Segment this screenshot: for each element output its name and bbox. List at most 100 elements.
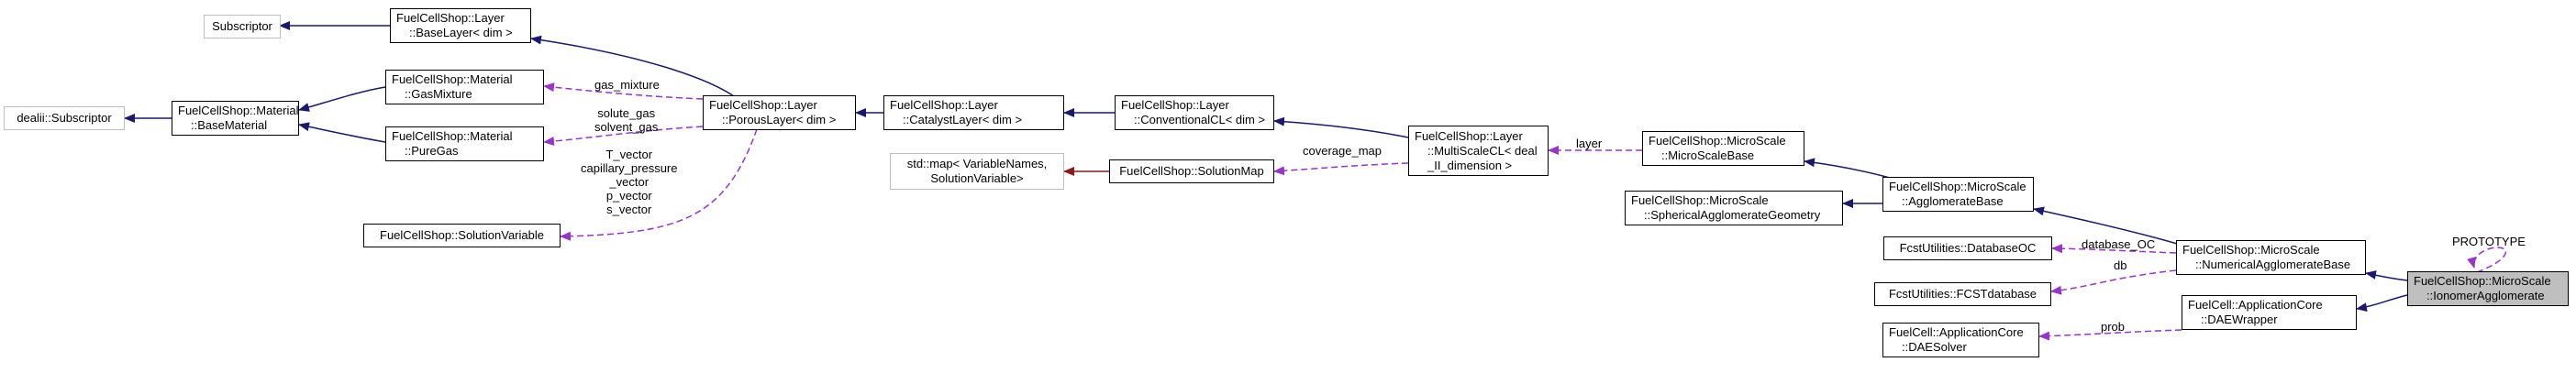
node-agglomerate-base-line2: ::AgglomerateBase xyxy=(1902,194,2004,208)
node-porous-layer[interactable]: FuelCellShop::Layer ::PorousLayer< dim > xyxy=(703,95,856,130)
edge-puregas-to-basematerial xyxy=(298,122,386,143)
node-numerical-agglomerate-line1: FuelCellShop::MicroScale xyxy=(2182,243,2320,257)
node-subscriptor-line1: Subscriptor xyxy=(212,19,272,33)
node-porous-layer-line2: ::PorousLayer< dim > xyxy=(722,113,837,126)
node-catalyst-layer-line2: ::CatalystLayer< dim > xyxy=(903,113,1023,126)
edge-label-vectors: T_vector capillary_pressure _vector p_ve… xyxy=(581,148,678,216)
node-pure-gas-line1: FuelCellShop::Material xyxy=(392,129,513,143)
node-base-material[interactable]: FuelCellShop::Material ::BaseMaterial xyxy=(172,101,299,136)
node-gas-mixture[interactable]: FuelCellShop::Material ::GasMixture xyxy=(385,70,544,104)
edge-porouslayer-to-baselayer xyxy=(530,35,735,97)
node-dae-wrapper-line1: FuelCell::ApplicationCore xyxy=(2188,298,2323,312)
node-dealii-subscriptor[interactable]: dealii::Subscriptor xyxy=(4,106,125,130)
node-microscale-base-line2: ::MicroScaleBase xyxy=(1661,148,1755,162)
edge-label-layer-line1: layer xyxy=(1576,137,1603,150)
node-database-oc[interactable]: FcstUtilities::DatabaseOC xyxy=(1883,236,2052,260)
node-base-layer[interactable]: FuelCellShop::Layer ::BaseLayer< dim > xyxy=(390,8,531,43)
edge-porouslayer-gasmixture xyxy=(543,82,704,100)
node-agglomerate-base[interactable]: FuelCellShop::MicroScale ::AgglomerateBa… xyxy=(1882,177,2034,212)
node-conventional-cl-line1: FuelCellShop::Layer xyxy=(1121,98,1229,112)
node-pure-gas-line2: ::PureGas xyxy=(405,144,459,158)
edge-label-p-vector: p_vector xyxy=(605,189,652,203)
node-dae-solver-line1: FuelCell::ApplicationCore xyxy=(1889,325,2024,339)
node-dae-wrapper-line2: ::DAEWrapper xyxy=(2201,313,2278,326)
edge-label-solvent-line: solvent_gas xyxy=(594,120,659,134)
node-subscriptor[interactable]: Subscriptor xyxy=(204,15,281,38)
node-numerical-agglomerate[interactable]: FuelCellShop::MicroScale ::NumericalAggl… xyxy=(2176,240,2366,275)
edge-label-capillary-vector: _vector xyxy=(609,175,650,189)
node-fcst-database-line1: FcstUtilities::FCSTdatabase xyxy=(1888,287,2037,301)
node-conventional-cl[interactable]: FuelCellShop::Layer ::ConventionalCL< di… xyxy=(1115,95,1274,130)
node-solution-variable[interactable]: FuelCellShop::SolutionVariable xyxy=(363,224,561,247)
edge-multiscalecl-solutionmap xyxy=(1273,162,1409,176)
edge-porouslayer-solutionvariable xyxy=(560,128,758,241)
node-solution-map[interactable]: FuelCellShop::SolutionMap xyxy=(1109,159,1274,183)
node-spherical-geometry-line2: ::SphericalAgglomerateGeometry xyxy=(1644,208,1821,222)
node-agglomerate-base-line1: FuelCellShop::MicroScale xyxy=(1889,180,2026,193)
node-ionomer-agglomerate-line1: FuelCellShop::MicroScale xyxy=(2414,274,2551,288)
node-catalyst-layer[interactable]: FuelCellShop::Layer ::CatalystLayer< dim… xyxy=(883,95,1064,130)
edge-ionomer-prototype-self xyxy=(2467,247,2506,273)
edge-daewrapper-daesolver xyxy=(2038,329,2182,341)
node-dae-solver[interactable]: FuelCell::ApplicationCore ::DAESolver xyxy=(1882,323,2039,357)
edge-label-prototype: PROTOTYPE xyxy=(2452,235,2526,248)
edge-numerical-fcstdatabase xyxy=(2050,269,2177,295)
edge-label-solute-line: solute_gas xyxy=(597,106,656,120)
node-numerical-agglomerate-line2: ::NumericalAgglomerateBase xyxy=(2195,258,2351,271)
node-base-layer-line2: ::BaseLayer< dim > xyxy=(409,26,513,39)
node-std-map-line1: std::map< VariableNames, xyxy=(906,157,1048,170)
node-dae-wrapper[interactable]: FuelCell::ApplicationCore ::DAEWrapper xyxy=(2182,295,2357,330)
edge-label-s-vector: s_vector xyxy=(606,203,652,216)
node-spherical-geometry-line1: FuelCellShop::MicroScale xyxy=(1631,193,1769,207)
edge-label-coverage-map-line1: coverage_map xyxy=(1303,144,1382,158)
edge-label-prob: prob xyxy=(2101,320,2125,334)
node-multiscale-cl[interactable]: FuelCellShop::Layer ::MultiScaleCL< deal… xyxy=(1408,126,1549,176)
node-solution-map-line1: FuelCellShop::SolutionMap xyxy=(1119,164,1264,178)
edge-label-db-line1: db xyxy=(2114,258,2127,272)
edge-label-prototype-line1: PROTOTYPE xyxy=(2452,235,2526,248)
node-std-map[interactable]: std::map< VariableNames, SolutionVariabl… xyxy=(890,153,1064,190)
edge-label-capillary-pressure: capillary_pressure xyxy=(581,161,678,175)
node-base-material-line1: FuelCellShop::Material xyxy=(178,104,299,117)
node-gas-mixture-line2: ::GasMixture xyxy=(405,87,472,101)
edge-ionomer-to-daewrapper xyxy=(2356,294,2408,313)
edge-gasmixture-to-basematerial xyxy=(298,86,386,112)
edge-numerical-to-agglomeratebase xyxy=(2033,206,2184,247)
node-dealii-subscriptor-line1: dealii::Subscriptor xyxy=(17,111,112,125)
edge-label-t-vector: T_vector xyxy=(605,148,653,161)
node-multiscale-cl-line3: _II_dimension > xyxy=(1427,158,1513,172)
edge-porouslayer-puregas xyxy=(543,126,704,147)
node-microscale-base-line1: FuelCellShop::MicroScale xyxy=(1649,134,1786,148)
edge-label-db: db xyxy=(2114,258,2126,272)
edge-label-database-oc-line1: database_OC xyxy=(2082,237,2156,251)
node-ionomer-agglomerate[interactable]: FuelCellShop::MicroScale ::IonomerAgglom… xyxy=(2407,271,2569,306)
edge-ionomer-to-numerical xyxy=(2365,270,2408,281)
node-gas-mixture-line1: FuelCellShop::Material xyxy=(392,72,513,86)
edge-label-solute-solvent: solute_gas solvent_gas xyxy=(594,106,658,134)
edge-multiscalecl-to-conventionalcl xyxy=(1273,116,1409,138)
node-pure-gas[interactable]: FuelCellShop::Material ::PureGas xyxy=(385,126,544,161)
node-porous-layer-line1: FuelCellShop::Layer xyxy=(709,98,817,112)
node-std-map-line2: SolutionVariable> xyxy=(930,171,1024,185)
edge-label-prob-line1: prob xyxy=(2101,320,2126,334)
edge-label-coverage-map: coverage_map xyxy=(1303,144,1382,158)
node-catalyst-layer-line1: FuelCellShop::Layer xyxy=(890,98,998,112)
node-conventional-cl-line2: ::ConventionalCL< dim > xyxy=(1134,113,1266,126)
node-multiscale-cl-line2: ::MultiScaleCL< deal xyxy=(1427,143,1538,158)
node-base-layer-line1: FuelCellShop::Layer xyxy=(396,11,505,25)
edge-label-layer: layer xyxy=(1576,137,1602,150)
node-spherical-geometry[interactable]: FuelCellShop::MicroScale ::SphericalAggl… xyxy=(1625,191,1843,225)
edge-label-gas-mixture: gas_mixture xyxy=(594,78,660,92)
node-dae-solver-line2: ::DAESolver xyxy=(1902,340,1967,354)
node-base-material-line2: ::BaseMaterial xyxy=(191,118,268,132)
node-database-oc-line1: FcstUtilities::DatabaseOC xyxy=(1899,241,2037,255)
node-multiscale-cl-line1: FuelCellShop::Layer xyxy=(1415,128,1523,143)
edge-agglomeratebase-to-microscalebase xyxy=(1804,158,1891,179)
edge-numerical-databaseoc xyxy=(2051,244,2177,254)
node-fcst-database[interactable]: FcstUtilities::FCSTdatabase xyxy=(1874,282,2051,306)
node-microscale-base[interactable]: FuelCellShop::MicroScale ::MicroScaleBas… xyxy=(1642,131,1804,166)
edge-label-gas-mixture-line1: gas_mixture xyxy=(594,78,660,92)
edge-label-database-oc: database_OC xyxy=(2082,237,2155,251)
node-ionomer-agglomerate-line2: ::IonomerAgglomerate xyxy=(2426,289,2545,302)
